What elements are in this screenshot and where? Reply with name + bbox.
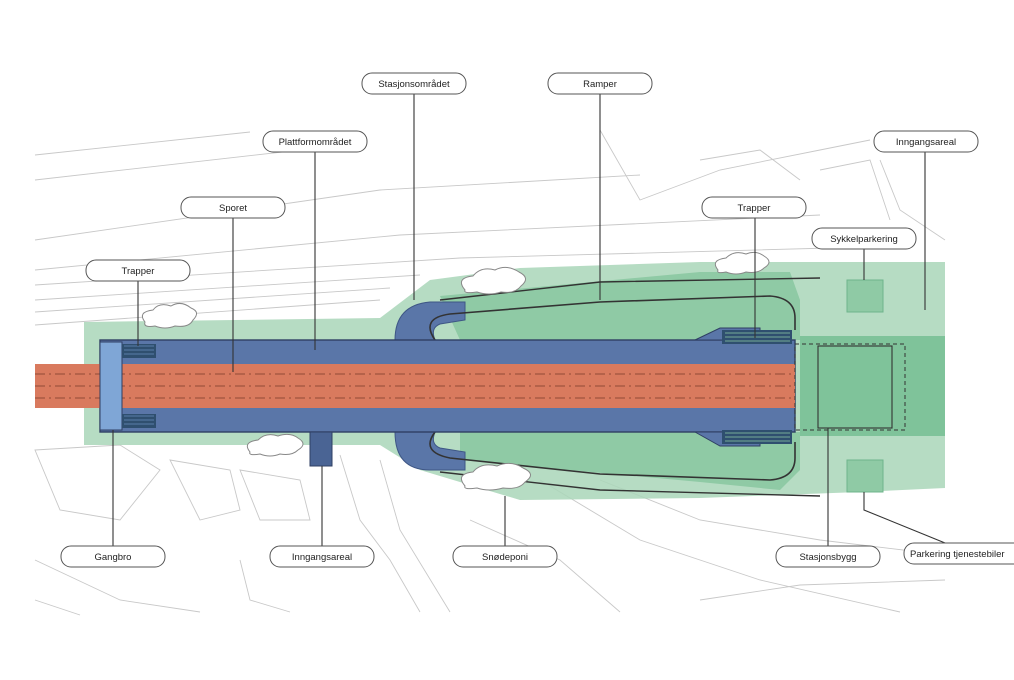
label-plattformomradet: Plattformområdet — [262, 130, 368, 153]
label-stasjonsomradet: Stasjonsområdet — [361, 72, 467, 95]
svg-text:Ramper: Ramper — [583, 79, 617, 90]
svg-text:Gangbro: Gangbro — [95, 552, 132, 563]
label-gangbro: Gangbro — [60, 545, 166, 568]
svg-text:Plattformområdet: Plattformområdet — [279, 137, 352, 148]
svg-text:Stasjonsområdet: Stasjonsområdet — [378, 79, 450, 90]
svg-text:Parkering tjenestebiler: Parkering tjenestebiler — [910, 549, 1005, 560]
label-trapper-left: Trapper — [85, 259, 191, 282]
svg-text:Trapper: Trapper — [738, 203, 771, 214]
svg-text:Inngangsareal: Inngangsareal — [292, 552, 352, 563]
svg-text:Stasjonsbygg: Stasjonsbygg — [799, 552, 856, 563]
label-ramper: Ramper — [547, 72, 653, 95]
svg-text:Snødeponi: Snødeponi — [482, 552, 528, 563]
snow-deposit-clouds — [141, 251, 770, 491]
label-sporet: Sporet — [180, 196, 286, 219]
leader-lines — [112, 94, 951, 546]
svg-text:Sporet: Sporet — [219, 203, 247, 214]
svg-text:Trapper: Trapper — [122, 266, 155, 277]
label-trapper-right: Trapper — [701, 196, 807, 219]
context-map-lines — [34, 129, 946, 616]
station-building — [794, 343, 906, 431]
svg-text:Sykkelparkering: Sykkelparkering — [830, 234, 898, 245]
label-parkering: Parkering tjenestebiler — [903, 542, 1014, 565]
label-inngangsareal-top: Inngangsareal — [873, 130, 979, 153]
svg-text:Inngangsareal: Inngangsareal — [896, 137, 956, 148]
label-inngangsareal-bottom: Inngangsareal — [269, 545, 375, 568]
footbridge — [99, 341, 156, 431]
label-stasjonsbygg: Stasjonsbygg — [775, 545, 881, 568]
label-sykkelparkering: Sykkelparkering — [811, 227, 917, 250]
track — [35, 364, 795, 408]
stairs-east — [722, 330, 792, 444]
label-snodeponi: Snødeponi — [452, 545, 558, 568]
